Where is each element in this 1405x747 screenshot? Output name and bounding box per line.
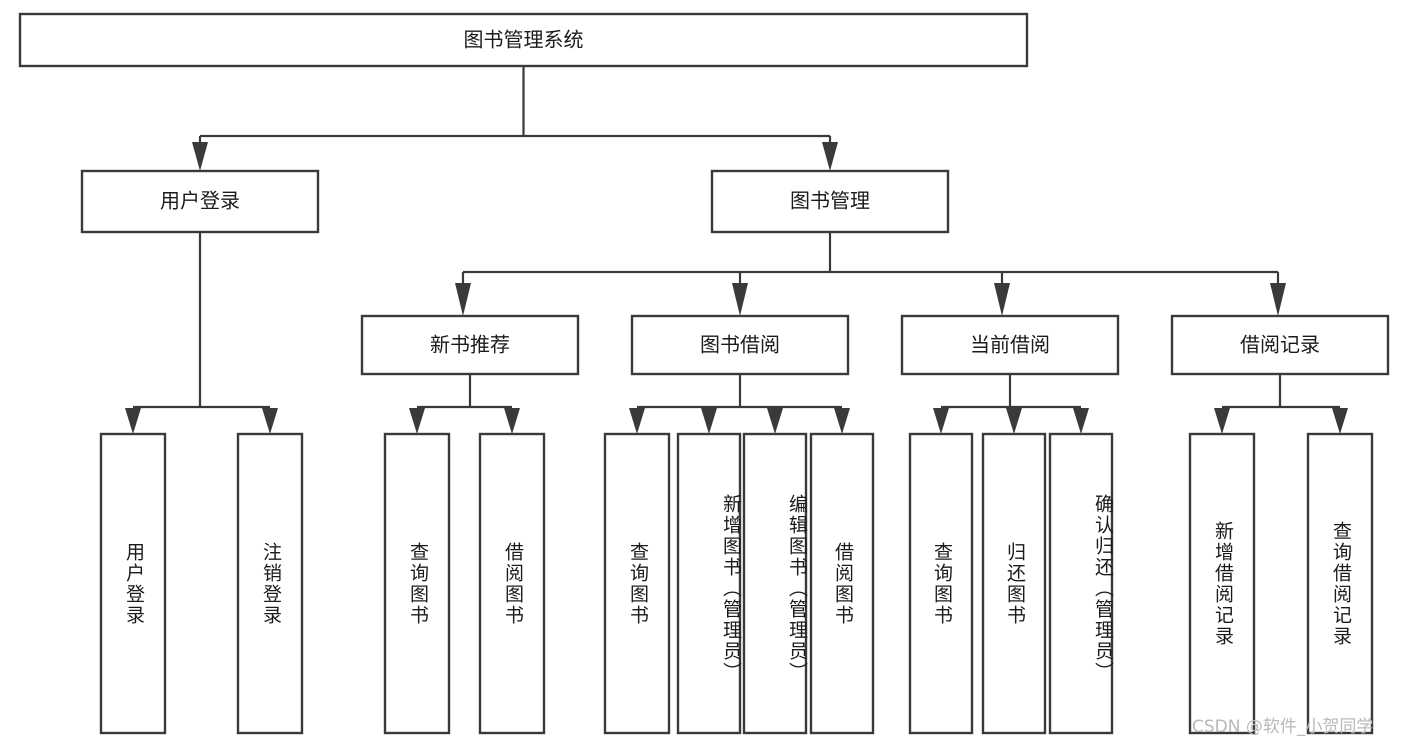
leaf-box-confirm-return-admin[interactable] bbox=[1048, 432, 1114, 735]
leaf-box-query-book-new[interactable] bbox=[383, 432, 451, 735]
arrow-head-icon bbox=[125, 408, 141, 434]
node-user-login[interactable]: 用户登录 bbox=[80, 169, 320, 234]
arrow-head-icon bbox=[933, 408, 949, 434]
node-user-login-box[interactable] bbox=[80, 169, 320, 234]
arrow-head-icon bbox=[701, 408, 717, 434]
node-root[interactable]: 图书管理系统 bbox=[18, 12, 1029, 68]
leaf-box-logout-login[interactable] bbox=[236, 432, 304, 735]
leaf-box-add-book-admin[interactable] bbox=[676, 432, 742, 735]
arrow-head-icon bbox=[1006, 408, 1022, 434]
node-book-borrow-box[interactable] bbox=[630, 314, 850, 376]
leaf-box-query-book-current[interactable] bbox=[908, 432, 974, 735]
arrow-head-icon bbox=[767, 408, 783, 434]
arrow-head-icon bbox=[504, 408, 520, 434]
connector-group-root bbox=[192, 66, 838, 171]
node-current-borrow-box[interactable] bbox=[900, 314, 1120, 376]
arrow-head-icon bbox=[822, 142, 838, 171]
arrow-head-icon bbox=[455, 283, 471, 316]
node-book-borrow-label: 图书借阅 bbox=[700, 333, 780, 357]
arrow-head-icon bbox=[1214, 408, 1230, 434]
arrow-head-icon bbox=[192, 142, 208, 171]
node-borrow-record-label: 借阅记录 bbox=[1240, 333, 1320, 357]
connector-group-current-borrow bbox=[933, 374, 1089, 434]
node-new-book-recommend[interactable]: 新书推荐 bbox=[360, 314, 580, 376]
arrow-head-icon bbox=[1073, 408, 1089, 434]
leaf-box-user-login[interactable] bbox=[99, 432, 167, 735]
leaf-box-borrow-book[interactable] bbox=[809, 432, 875, 735]
node-book-management[interactable]: 图书管理 bbox=[710, 169, 950, 234]
arrow-head-icon bbox=[1332, 408, 1348, 434]
connector-group-book-mgmt bbox=[455, 232, 1286, 316]
node-book-management-box[interactable] bbox=[710, 169, 950, 234]
node-user-login-label: 用户登录 bbox=[160, 189, 240, 213]
leaf-box-edit-book-admin[interactable] bbox=[742, 432, 808, 735]
node-book-management-label: 图书管理 bbox=[790, 189, 870, 213]
connector-group-new-book bbox=[409, 374, 520, 434]
leaf-box-return-book[interactable] bbox=[981, 432, 1047, 735]
arrow-head-icon bbox=[1270, 283, 1286, 316]
node-borrow-record[interactable]: 借阅记录 bbox=[1170, 314, 1390, 376]
leaf-box-query-borrow-record[interactable] bbox=[1306, 432, 1374, 735]
csdn-watermark: CSDN @软件_小贺同学 bbox=[1192, 717, 1374, 737]
node-root-box[interactable] bbox=[18, 12, 1029, 68]
node-new-book-recommend-box[interactable] bbox=[360, 314, 580, 376]
arrow-head-icon bbox=[629, 408, 645, 434]
leaf-box-add-borrow-record[interactable] bbox=[1188, 432, 1256, 735]
node-current-borrow[interactable]: 当前借阅 bbox=[900, 314, 1120, 376]
node-root-label: 图书管理系统 bbox=[464, 28, 584, 52]
arrow-head-icon bbox=[994, 283, 1010, 316]
arrow-head-icon bbox=[834, 408, 850, 434]
node-new-book-recommend-label: 新书推荐 bbox=[430, 333, 510, 357]
leaf-box-borrow-book-new[interactable] bbox=[478, 432, 546, 735]
arrow-head-icon bbox=[409, 408, 425, 434]
leaf-box-query-book-borrow[interactable] bbox=[603, 432, 671, 735]
arrow-head-icon bbox=[732, 283, 748, 316]
node-borrow-record-box[interactable] bbox=[1170, 314, 1390, 376]
arrow-head-icon bbox=[262, 408, 278, 434]
connector-group-borrow-record bbox=[1214, 374, 1348, 434]
connector-group-user-login bbox=[125, 232, 278, 434]
node-book-borrow[interactable]: 图书借阅 bbox=[630, 314, 850, 376]
node-current-borrow-label: 当前借阅 bbox=[970, 333, 1050, 357]
connector-group-book-borrow bbox=[629, 374, 850, 434]
